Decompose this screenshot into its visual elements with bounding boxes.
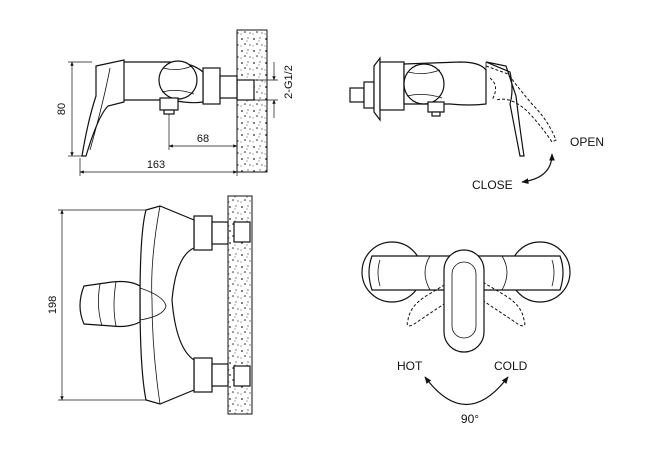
- side-view: 80 68 163 2-G1/2: [56, 29, 295, 176]
- op-cartridge-cap: [403, 63, 445, 105]
- dim-width-198: 198: [47, 296, 59, 314]
- front-view: 198: [47, 195, 253, 415]
- dim-offset-68: 68: [197, 133, 209, 145]
- front-lever-handle: [79, 280, 141, 328]
- handle-cold-position: [469, 277, 526, 327]
- dim-height-80: 80: [56, 103, 68, 115]
- front-lower-nut: [193, 357, 213, 393]
- wall-pipe-insert: [236, 79, 255, 101]
- lever-closed-position: [485, 61, 525, 157]
- rotation-arrow: [424, 376, 509, 405]
- close-label: CLOSE: [472, 178, 513, 192]
- side-view-operation: OPEN CLOSE: [349, 56, 604, 192]
- connection-nut: [202, 67, 221, 105]
- cold-label: COLD: [494, 359, 528, 373]
- open-label: OPEN: [570, 135, 604, 149]
- hot-label: HOT: [397, 359, 423, 373]
- dim-length-163: 163: [147, 159, 165, 171]
- front-mixer-body: [139, 205, 195, 405]
- top-lever-handle: [443, 249, 485, 353]
- open-close-arrow: [521, 153, 555, 184]
- angle-label: 90°: [461, 412, 479, 426]
- outlet-stub: [159, 97, 179, 111]
- lever-handle: [81, 59, 125, 157]
- op-connection-nut: [379, 61, 405, 111]
- lever-open-position: [485, 65, 557, 143]
- handle-hot-position: [406, 277, 463, 327]
- thread-size-label: 2-G1/2: [283, 65, 295, 99]
- top-view: HOT COLD 90°: [361, 241, 571, 426]
- front-upper-nut: [193, 215, 213, 251]
